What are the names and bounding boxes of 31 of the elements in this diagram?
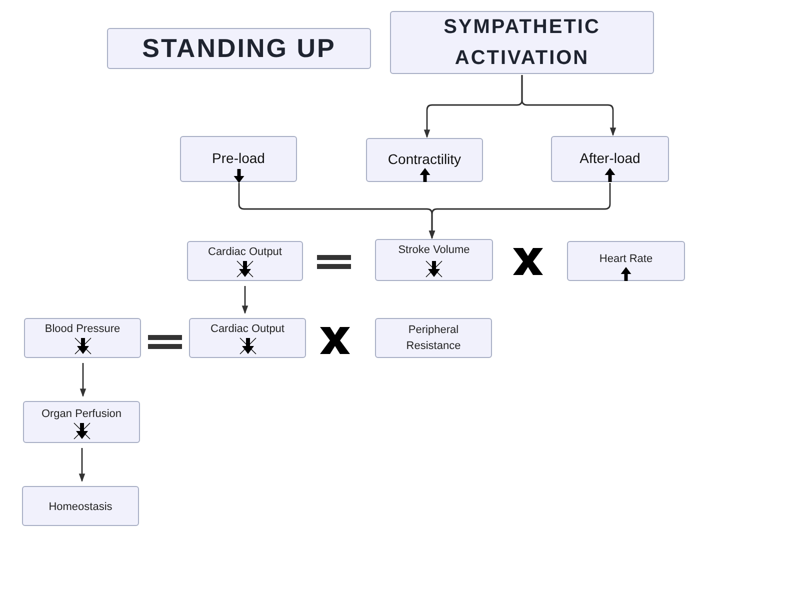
arrow — [521, 75, 616, 136]
process-box — [107, 28, 371, 69]
node-label: Blood Pressure — [44, 322, 122, 337]
node-label: Heart Rate — [598, 252, 654, 267]
process-box — [23, 401, 140, 443]
process-box — [567, 241, 685, 281]
process-box — [180, 136, 297, 182]
node-label: Contractility — [386, 150, 462, 169]
arrow — [78, 448, 86, 482]
node-label: After-load — [578, 149, 642, 168]
arrow — [242, 286, 248, 314]
node-label: Pre-load — [211, 149, 266, 168]
process-box — [551, 136, 669, 182]
process-box — [390, 11, 654, 74]
node-label: Organ Perfusion — [40, 407, 123, 422]
process-box — [24, 318, 141, 358]
node-label: Cardiac Output — [207, 245, 283, 260]
process-box — [189, 318, 306, 358]
node-label: Stroke Volume — [397, 243, 471, 258]
node-label: Homeostasis — [48, 500, 114, 515]
node-label: SYMPATHETIC ACTIVATION — [442, 14, 602, 70]
process-box — [375, 318, 492, 358]
arrow — [428, 183, 611, 240]
process-box — [22, 486, 139, 526]
node-label: Cardiac Output — [210, 322, 286, 337]
node-label: STANDING UP — [141, 32, 337, 65]
process-box — [366, 138, 483, 182]
arrow — [80, 363, 86, 398]
process-box — [187, 241, 303, 281]
process-box — [375, 239, 493, 281]
node-label: Peripheral Resistance — [405, 323, 462, 354]
